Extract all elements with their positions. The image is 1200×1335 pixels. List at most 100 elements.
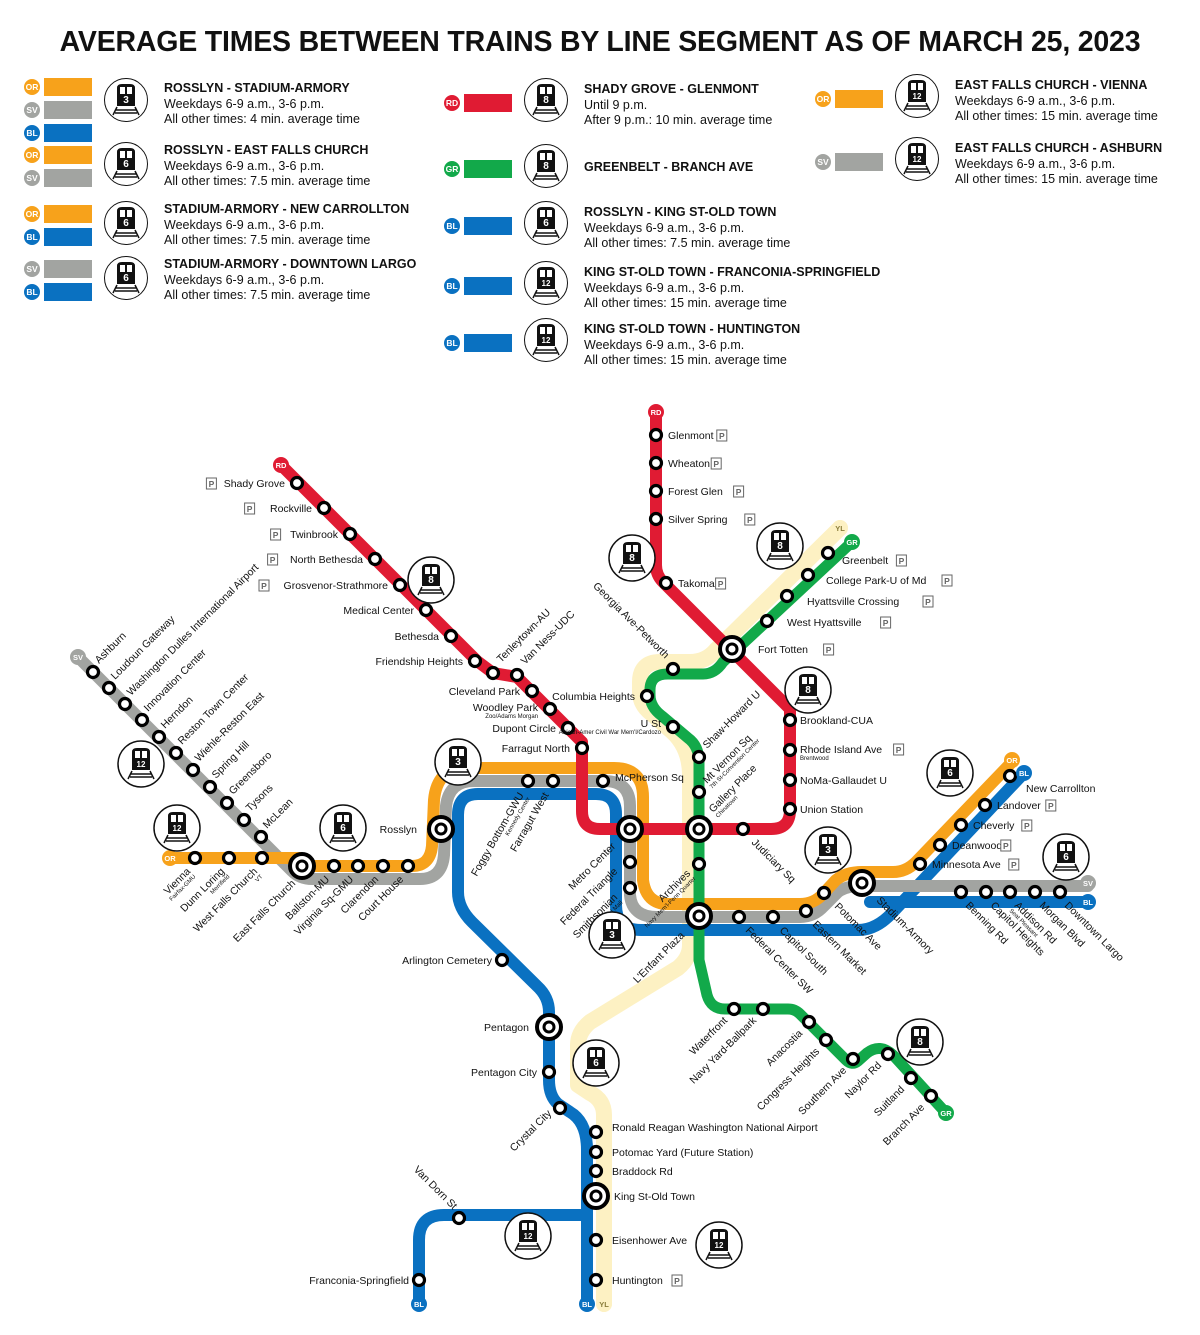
station-marker[interactable] (524, 683, 540, 699)
station-marker[interactable] (1002, 884, 1018, 900)
station-marker[interactable] (545, 773, 561, 789)
station-farragut-north[interactable]: Farragut North (502, 740, 590, 756)
station-marker[interactable] (818, 1032, 834, 1048)
station-marker[interactable] (953, 884, 969, 900)
station-marker[interactable] (691, 749, 707, 765)
station-marker[interactable] (588, 1144, 604, 1160)
station-marker[interactable] (648, 483, 664, 499)
station-potomac-yard-future-station[interactable]: Potomac Yard (Future Station) (588, 1144, 754, 1160)
station-mcpherson-sq[interactable]: McPherson Sq (595, 772, 685, 789)
station-marker[interactable] (648, 511, 664, 527)
station-marker[interactable] (117, 696, 133, 712)
station-marker[interactable] (639, 688, 655, 704)
station-medical-center[interactable]: Medical Center (343, 602, 434, 618)
station-marker[interactable] (782, 712, 798, 728)
station-marker[interactable] (816, 885, 832, 901)
station-eisenhower-ave[interactable]: Eisenhower Ave (588, 1232, 688, 1248)
station-marker[interactable] (726, 1001, 742, 1017)
station-marker[interactable] (326, 858, 342, 874)
station-marker[interactable] (467, 653, 483, 669)
station-ronald-reagan-washington-national-airport[interactable]: Ronald Reagan Washington National Airpor… (588, 1122, 818, 1140)
station-marker[interactable] (903, 1070, 919, 1086)
station-marker[interactable] (665, 661, 681, 677)
station-marker[interactable] (759, 613, 775, 629)
station-pentagon[interactable]: Pentagon (484, 1013, 563, 1041)
station-marker[interactable] (731, 909, 747, 925)
station-marker[interactable] (418, 602, 434, 618)
station-marker[interactable] (560, 720, 576, 736)
station-marker[interactable] (622, 880, 638, 896)
station-columbia-heights[interactable]: Columbia Heights (552, 688, 655, 704)
station-rosslyn[interactable]: Rosslyn (380, 815, 455, 843)
station-marker[interactable] (542, 701, 558, 717)
station-marker[interactable] (236, 812, 252, 828)
station-marker[interactable] (392, 577, 408, 593)
station-marker[interactable] (765, 909, 781, 925)
station-marker[interactable] (219, 795, 235, 811)
station-marker[interactable] (202, 779, 218, 795)
station-marker[interactable] (375, 858, 391, 874)
station-marker[interactable] (552, 1100, 568, 1116)
station-marker[interactable] (520, 773, 536, 789)
station-marker[interactable] (1027, 884, 1043, 900)
station-marker[interactable] (316, 500, 332, 516)
station-noma-gallaudet-u[interactable]: NoMa-Gallaudet U (782, 772, 887, 788)
station-arlington-cemetery[interactable]: Arlington Cemetery (402, 952, 510, 968)
station-bethesda[interactable]: Bethesda (395, 628, 459, 644)
station-marker[interactable] (101, 680, 117, 696)
station-marker[interactable] (85, 664, 101, 680)
station-marker[interactable] (735, 821, 751, 837)
station-marker[interactable] (289, 475, 305, 491)
station-marker[interactable] (367, 551, 383, 567)
station-pentagon-city[interactable]: Pentagon City (471, 1064, 557, 1080)
station-marker[interactable] (451, 1210, 467, 1226)
station-marker[interactable] (134, 712, 150, 728)
station-marker[interactable] (691, 784, 707, 800)
station-union-station[interactable]: Union Station (782, 801, 864, 817)
station-marker[interactable] (541, 1064, 557, 1080)
station-marker[interactable] (494, 952, 510, 968)
station-franconia-springfield[interactable]: Franconia-Springfield (309, 1272, 427, 1288)
station-marker[interactable] (658, 575, 674, 591)
station-marker[interactable] (400, 858, 416, 874)
station-marker[interactable] (588, 1272, 604, 1288)
station-marker[interactable] (588, 1232, 604, 1248)
station-marker[interactable] (798, 903, 814, 919)
station-marker[interactable] (665, 719, 681, 735)
station-marker[interactable] (845, 1051, 861, 1067)
station-marker[interactable] (779, 588, 795, 604)
station-marker[interactable] (953, 817, 969, 833)
station-marker[interactable] (595, 773, 611, 789)
station-cleveland-park[interactable]: Cleveland Park (449, 683, 540, 699)
station-brookland-cua[interactable]: Brookland-CUA (782, 712, 873, 728)
station-marker[interactable] (588, 1124, 604, 1140)
station-marker[interactable] (151, 729, 167, 745)
station-marker[interactable] (588, 1163, 604, 1179)
station-marker[interactable] (691, 856, 707, 872)
station-marker[interactable] (801, 1014, 817, 1030)
station-marker[interactable] (820, 545, 836, 561)
station-marker[interactable] (782, 742, 798, 758)
station-marker[interactable] (782, 772, 798, 788)
station-marker[interactable] (342, 526, 358, 542)
station-marker[interactable] (254, 850, 270, 866)
